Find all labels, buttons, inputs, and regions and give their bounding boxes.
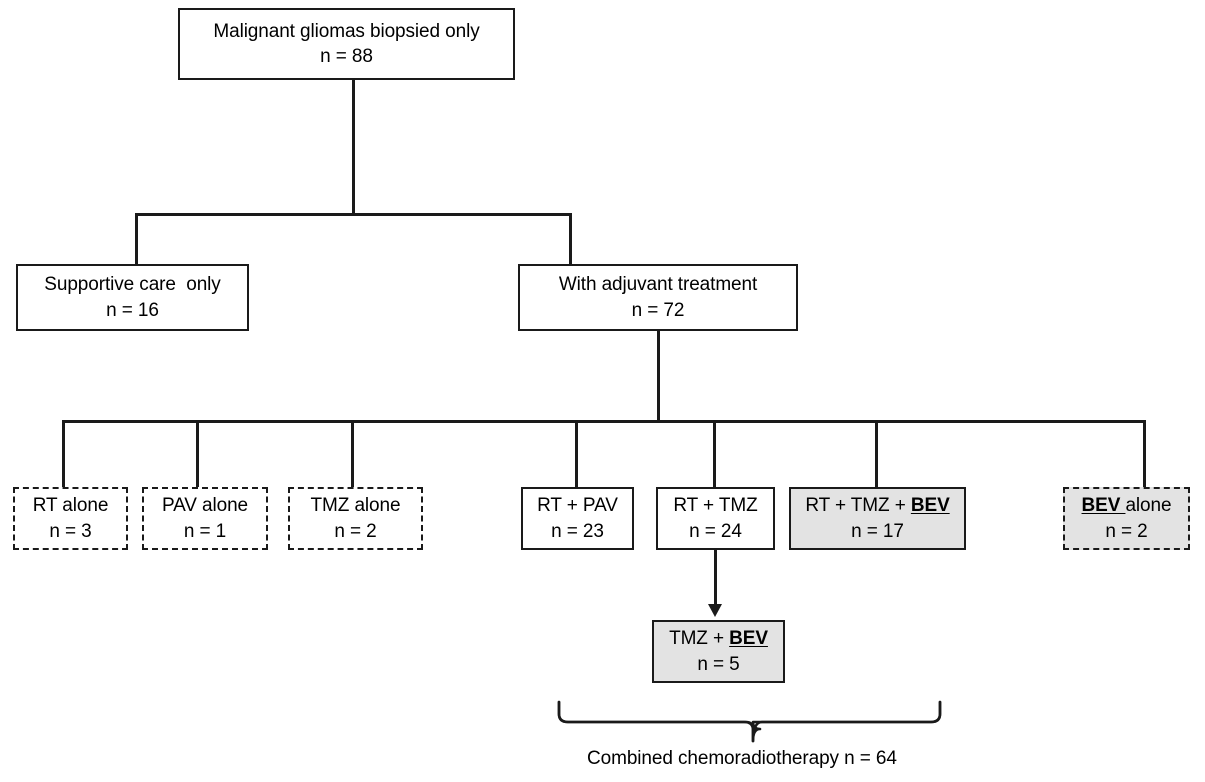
node-label: RT alone (32, 495, 109, 517)
node-rt-plus-tmz: RT + TMZ n = 24 (656, 487, 775, 550)
connector-level2-bar (135, 213, 572, 216)
node-label: PAV alone (161, 495, 249, 517)
arrowhead-icon (708, 604, 722, 617)
node-label: Malignant gliomas biopsied only (213, 20, 480, 42)
node-label: RT + TMZ (673, 495, 758, 517)
connector-drop-supportive-care (135, 213, 138, 265)
connector-adjuvant-stem (657, 331, 660, 421)
node-label-suffix: alone (1125, 495, 1172, 517)
connector-drop-bev-alone (1143, 420, 1146, 488)
connector-level3-bar (62, 420, 1145, 423)
node-label-bev: BEV (910, 495, 950, 517)
node-count: n = 23 (551, 520, 604, 542)
node-label: Supportive care only (44, 274, 221, 296)
connector-drop-rt-plus-pav (575, 420, 578, 488)
node-label: TMZ + BEV (669, 626, 768, 651)
node-bev-alone: BEV alone n = 2 (1063, 487, 1190, 550)
node-label: RT + TMZ + BEV (805, 493, 949, 518)
bracket-caption: Combined chemoradiotherapy n = 64 (587, 748, 897, 769)
node-label-bev: BEV (729, 628, 768, 650)
node-tmz-alone: TMZ alone n = 2 (288, 487, 423, 550)
connector-root-stem (352, 80, 355, 214)
node-rt-plus-tmz-plus-bev: RT + TMZ + BEV n = 17 (789, 487, 966, 550)
node-label-prefix: TMZ + (669, 628, 730, 650)
node-count: n = 24 (689, 520, 742, 542)
node-malignant-gliomas-biopsied-only: Malignant gliomas biopsied only n = 88 (178, 8, 515, 80)
connector-drop-tmz-alone (351, 420, 354, 488)
node-label: RT + PAV (537, 495, 618, 517)
node-count: n = 16 (106, 299, 159, 321)
node-count: n = 1 (183, 520, 227, 542)
node-count: n = 88 (320, 46, 373, 67)
node-count: n = 72 (631, 299, 685, 321)
connector-drop-rt-plus-tmz-plus-bev (875, 420, 878, 488)
node-count: n = 5 (697, 653, 740, 675)
connector-drop-rt-alone (62, 420, 65, 488)
node-tmz-plus-bev: TMZ + BEV n = 5 (652, 620, 785, 683)
node-rt-plus-pav: RT + PAV n = 23 (521, 487, 634, 550)
node-pav-alone: PAV alone n = 1 (142, 487, 268, 550)
node-label: BEV alone (1082, 493, 1172, 518)
node-label-bev: BEV (1081, 495, 1126, 517)
node-label-prefix: RT + TMZ + (805, 495, 911, 517)
node-with-adjuvant-treatment: With adjuvant treatment n = 72 (518, 264, 798, 331)
node-label: With adjuvant treatment (558, 274, 758, 296)
connector-drop-with-adjuvant (569, 213, 572, 265)
node-count: n = 3 (49, 520, 92, 542)
node-count: n = 2 (334, 520, 377, 542)
node-count: n = 2 (1105, 520, 1148, 542)
connector-arrow-shaft-rt-tmz-to-tmz-bev (714, 550, 717, 607)
node-count: n = 17 (851, 520, 904, 542)
node-rt-alone: RT alone n = 3 (13, 487, 128, 550)
connector-drop-pav-alone (196, 420, 199, 488)
connector-drop-rt-plus-tmz (713, 420, 716, 488)
node-supportive-care-only: Supportive care only n = 16 (16, 264, 249, 331)
combined-chemoradiotherapy-brace (548, 700, 968, 744)
node-label: TMZ alone (310, 495, 401, 517)
